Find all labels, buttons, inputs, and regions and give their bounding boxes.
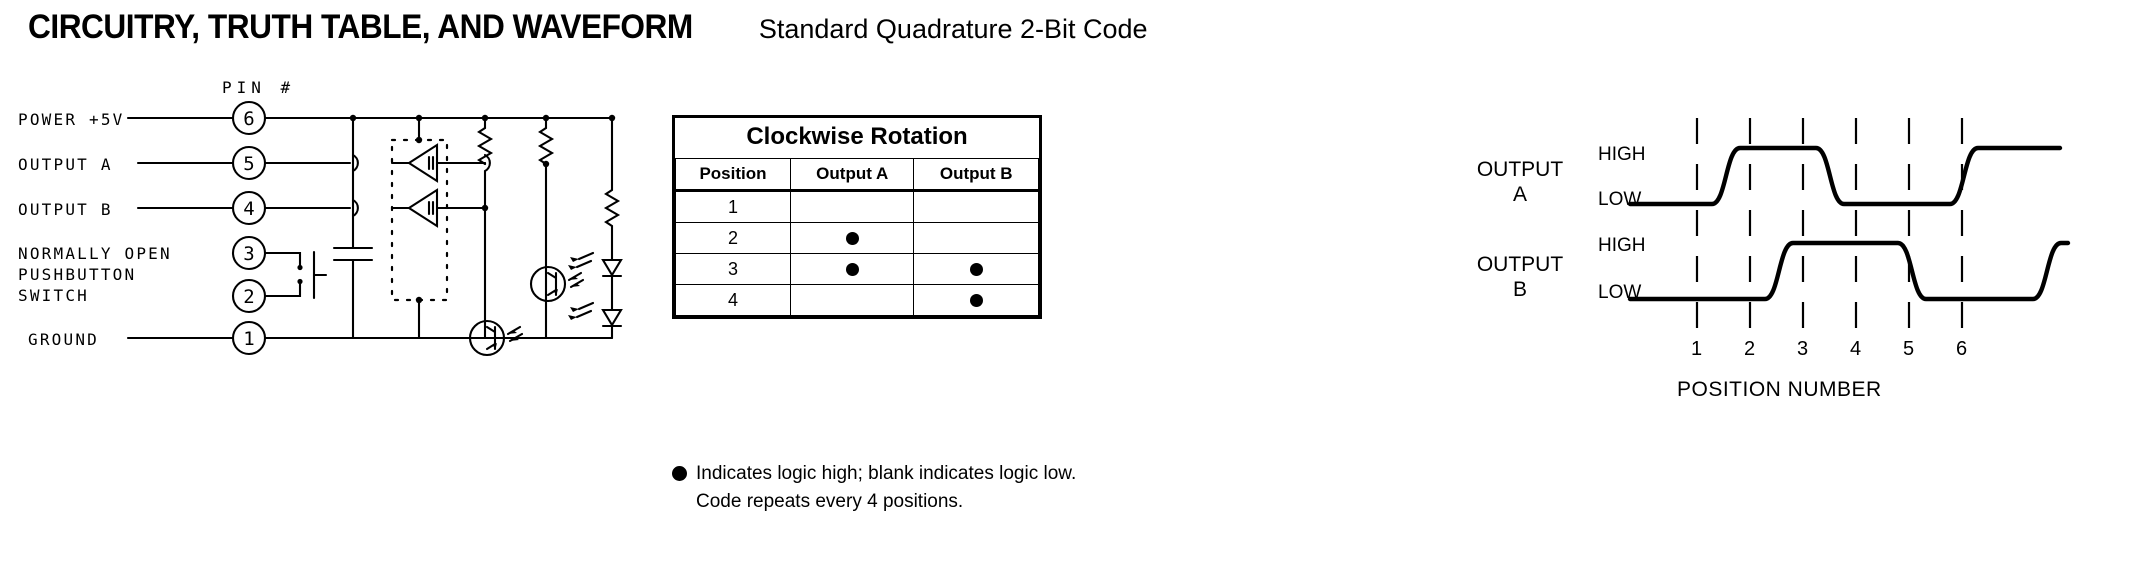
column-header-output-a: Output A: [789, 158, 915, 192]
position-number: 3: [1797, 338, 1809, 360]
column-header-output-b: Output B: [913, 158, 1039, 192]
cell-position: 2: [675, 222, 791, 254]
logic-high-dot-icon: [845, 232, 859, 246]
title-subtitle: Standard Quadrature 2-Bit Code: [758, 14, 1148, 44]
table-row: 4: [675, 284, 1039, 316]
pin-number-1: 1: [243, 328, 254, 350]
pin-number-3: 3: [243, 243, 254, 265]
caption-text: Indicates logic high; blank indicates lo…: [696, 463, 1077, 512]
truth-table: Clockwise Rotation Position Output A Out…: [672, 115, 1042, 319]
column-header-position: Position: [675, 158, 791, 192]
cell-output-b: [913, 253, 1039, 285]
waveform-label-output-a-line2: A: [1512, 183, 1527, 206]
waveform-trace-output-b: [1627, 240, 2071, 302]
waveform-label-output-a: OUTPUT A: [1460, 157, 1580, 207]
level-label-a-high: HIGH: [1598, 144, 1646, 165]
table-caption: Indicates logic high; blank indicates lo…: [672, 460, 1076, 516]
waveform-axis-label: POSITION NUMBER: [1677, 378, 1882, 401]
waveform-label-output-b-line1: OUTPUT: [1476, 253, 1564, 276]
position-number-axis: 1 2 3 4 5 6: [1450, 338, 2130, 372]
position-number: 6: [1956, 338, 1968, 360]
position-number: 1: [1691, 338, 1703, 360]
pin-number-4: 4: [243, 198, 254, 220]
circuit-schematic: PIN # POWER +5V OUTPUT A OUTPUT B NORMAL…: [0, 70, 660, 370]
switch-label-line1: NORMALLY OPEN: [18, 244, 172, 263]
pin-number-6: 6: [243, 108, 254, 130]
table-row: 1: [675, 190, 1039, 223]
table-header-row: Position Output A Output B: [675, 158, 1039, 192]
cell-output-b: [913, 222, 1039, 254]
pin-label-output-a: OUTPUT A: [18, 155, 113, 174]
waveform-label-output-a-line1: OUTPUT: [1476, 158, 1564, 181]
cell-output-a: [789, 253, 915, 285]
waveform-trace-output-a: [1627, 145, 2063, 207]
switch-label-line2: PUSHBUTTON: [18, 265, 137, 284]
cell-output-a: [789, 222, 915, 254]
cell-position: 4: [675, 284, 791, 316]
waveform-label-output-b: OUTPUT B: [1460, 252, 1580, 302]
position-number: 5: [1903, 338, 1915, 360]
waveform-svg: [1627, 118, 2071, 340]
logic-high-dot-icon: [845, 263, 859, 277]
table-title: Clockwise Rotation: [675, 118, 1039, 159]
page-title: CIRCUITRY, TRUTH TABLE, AND WAVEFORM Sta…: [28, 8, 1148, 47]
logic-high-dot-icon: [969, 263, 983, 277]
cell-output-b: [913, 190, 1039, 223]
cell-output-a: [789, 190, 915, 223]
pin-number-header: PIN #: [222, 78, 296, 97]
title-main: CIRCUITRY, TRUTH TABLE, AND WAVEFORM: [28, 8, 693, 46]
pin-label-power: POWER +5V: [18, 110, 125, 129]
pin-number-2: 2: [243, 286, 254, 308]
waveform-label-output-b-line2: B: [1512, 278, 1527, 301]
cell-output-b: [913, 284, 1039, 316]
pin-number-5: 5: [243, 153, 254, 175]
switch-label-line3: SWITCH: [18, 286, 89, 305]
pin-label-ground: GROUND: [28, 330, 99, 349]
schematic-svg: 6 5 4 3 2 1: [126, 100, 623, 357]
table-title-row: Clockwise Rotation: [675, 118, 1039, 159]
level-label-b-high: HIGH: [1598, 235, 1646, 256]
logic-high-dot-icon: [672, 466, 687, 481]
cell-output-a: [789, 284, 915, 316]
position-number: 2: [1744, 338, 1756, 360]
logic-high-dot-icon: [969, 294, 983, 308]
position-number: 4: [1850, 338, 1862, 360]
cell-position: 3: [675, 253, 791, 285]
cell-position: 1: [675, 190, 791, 223]
table-row: 3: [675, 253, 1039, 285]
table-row: 2: [675, 222, 1039, 254]
pin-label-output-b: OUTPUT B: [18, 200, 113, 219]
waveform-diagram: OUTPUT A OUTPUT B HIGH LOW HIGH LOW 1 2 …: [1450, 100, 2130, 540]
